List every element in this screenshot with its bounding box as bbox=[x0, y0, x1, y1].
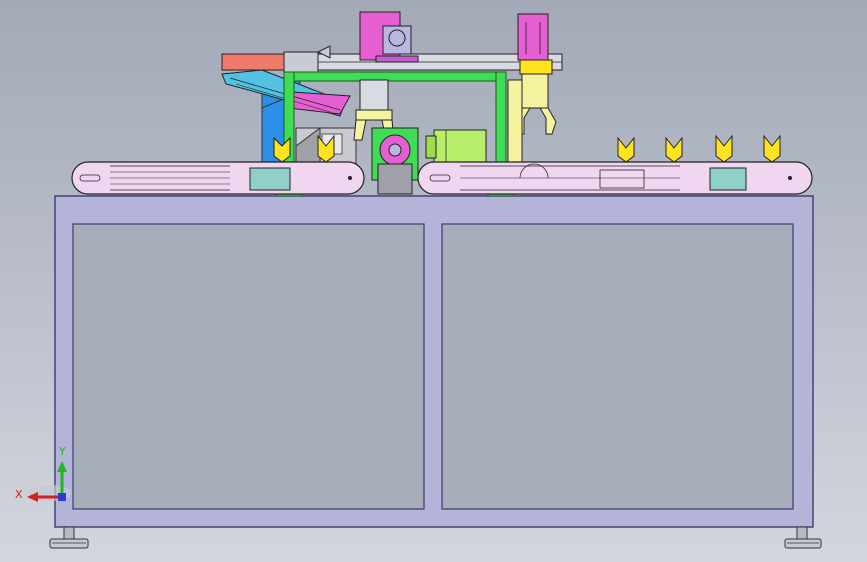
triad-y-label: Y bbox=[58, 445, 66, 458]
coordinate-triad-icon: Y X bbox=[15, 445, 72, 502]
conveyor-right bbox=[417, 161, 813, 195]
frame-panel-left bbox=[72, 223, 425, 510]
leveling-foot-left bbox=[49, 526, 89, 549]
right-cylinder bbox=[517, 13, 549, 61]
center-gripper bbox=[353, 79, 395, 141]
servo-motor bbox=[425, 129, 487, 165]
center-cylinder bbox=[359, 11, 419, 63]
part-holders bbox=[273, 134, 781, 163]
triad-x-label: X bbox=[15, 488, 23, 501]
rotary-index-table bbox=[371, 127, 419, 195]
leveling-foot-right bbox=[784, 526, 822, 549]
machine-frame bbox=[54, 195, 814, 528]
frame-panel-right bbox=[441, 223, 794, 510]
conveyor-left bbox=[71, 161, 365, 195]
